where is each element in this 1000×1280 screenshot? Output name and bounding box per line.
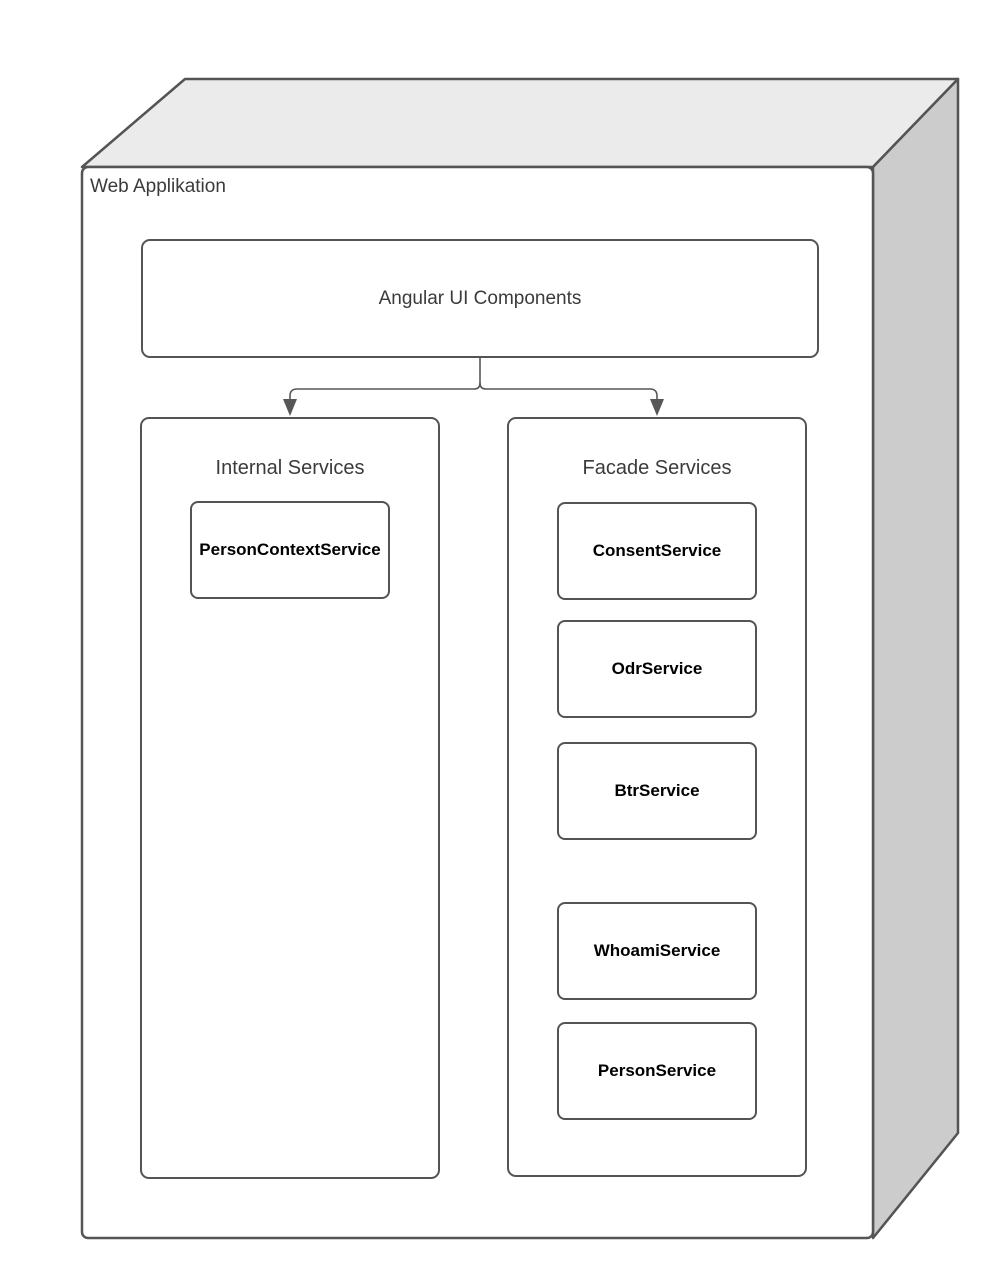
node-person-service-label: PersonService [597,1061,717,1080]
node-btr-service: BtrService [557,742,757,840]
node-consent-service-label: ConsentService [592,541,722,560]
node-person-context-service: PersonContextService [190,501,390,599]
node-odr-service-label: OdrService [611,659,703,678]
group-internal-services: Internal Services PersonContextService [140,417,440,1179]
node-angular-ui-components-label: Angular UI Components [378,287,582,309]
group-internal-services-title: Internal Services [215,457,365,479]
arrow-to-facade-services [479,382,658,400]
arrowhead-facade-icon [650,399,664,416]
web-application-label: Web Applikation [90,176,226,197]
node-whoami-service-label: WhoamiService [593,941,721,960]
node-person-service: PersonService [557,1022,757,1120]
group-facade-services-title: Facade Services [582,457,732,479]
cube-top-face [80,77,960,169]
node-whoami-service: WhoamiService [557,902,757,1000]
node-consent-service: ConsentService [557,502,757,600]
arrowhead-internal-icon [283,399,297,416]
node-btr-service-label: BtrService [614,781,700,800]
node-odr-service: OdrService [557,620,757,718]
node-person-context-service-label: PersonContextService [199,540,381,559]
group-facade-services: Facade Services ConsentService OdrServic… [507,417,807,1177]
node-angular-ui-components: Angular UI Components [141,239,819,358]
cube-side-face [871,77,960,1240]
